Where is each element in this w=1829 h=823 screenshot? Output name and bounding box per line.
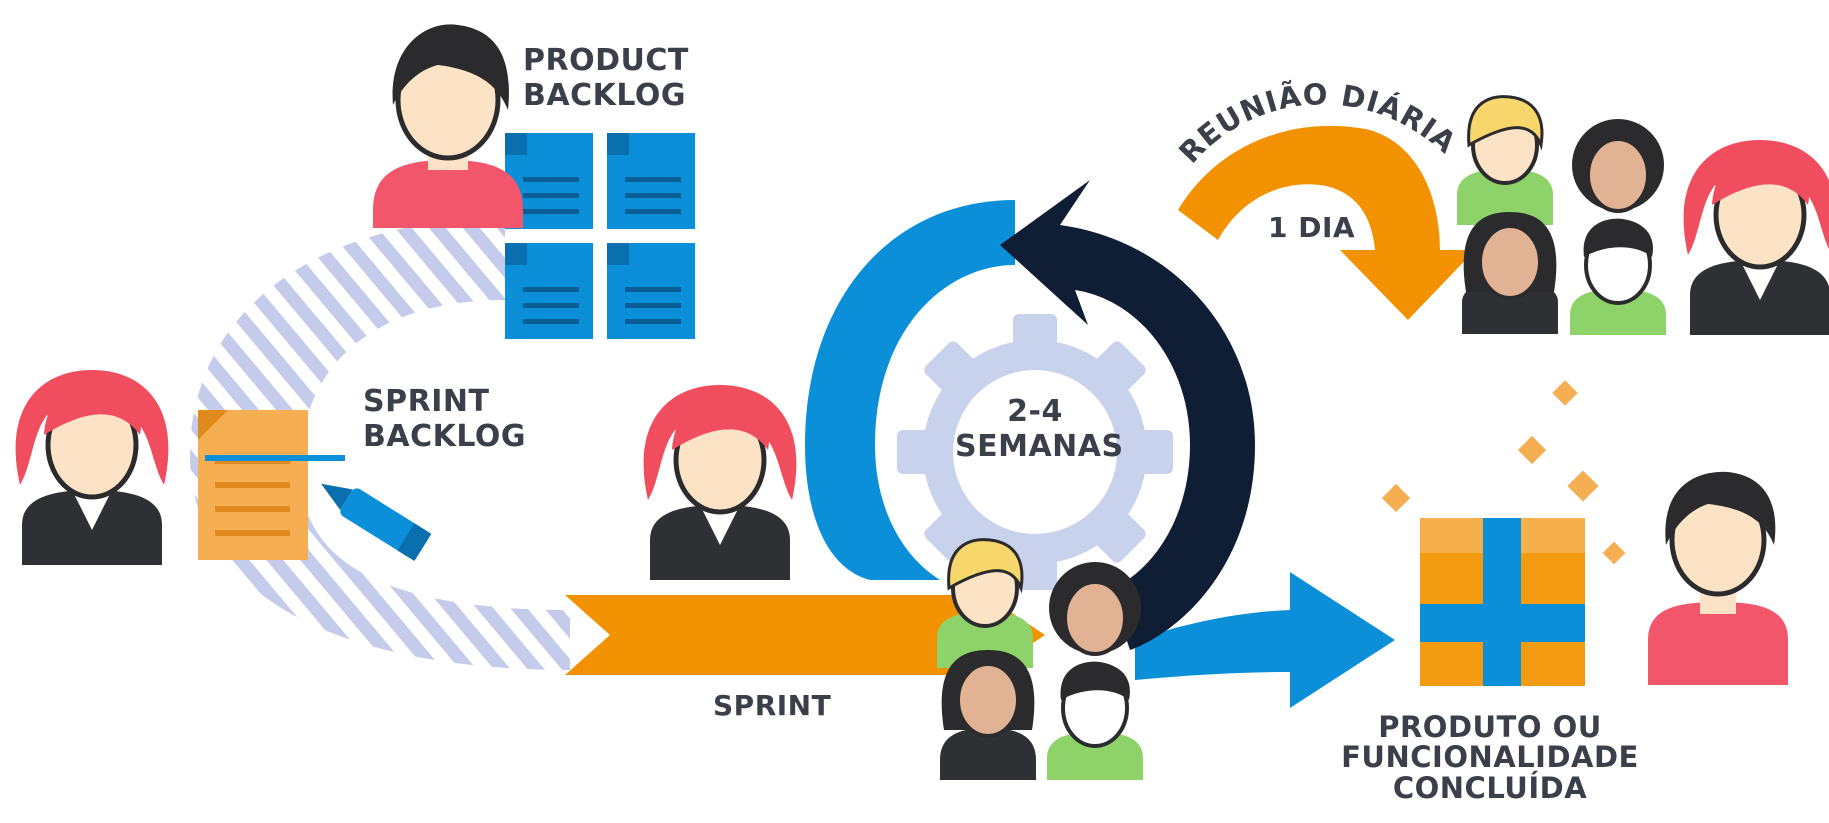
product-owner-avatar [373,24,523,228]
sprint-arrow [565,595,1045,675]
one-day-label: 1 DIA [1268,211,1356,244]
sprint-backlog-doc [198,410,308,560]
customer-avatar [1648,471,1788,685]
done-label: PRODUTO OU FUNCIONALIDADE CONCLUÍDA [1341,710,1639,805]
daily-meeting-arrow [1178,125,1475,320]
cycle-arc-blue [805,200,1015,580]
dev-team-avatars-bottom [937,538,1143,780]
scrum-master-center-avatar [643,385,797,580]
scrum-master-avatar [15,370,169,565]
sprint-backlog-label: SPRINT BACKLOG [363,384,527,454]
product-backlog-docs [505,133,695,339]
gear-icon [897,314,1173,590]
product-backlog-label: PRODUCT BACKLOG [523,43,689,113]
sprint-label: SPRINT [713,689,832,722]
delivery-arrow [1135,572,1395,708]
cycle-duration-label: 2-4 SEMANAS [955,394,1124,464]
pen-icon [205,455,432,561]
stakeholder-avatar-top-right [1683,140,1829,335]
product-box-icon [1420,518,1585,686]
cycle-arc-navy [1000,180,1255,650]
dev-team-avatars-top [1457,95,1666,335]
